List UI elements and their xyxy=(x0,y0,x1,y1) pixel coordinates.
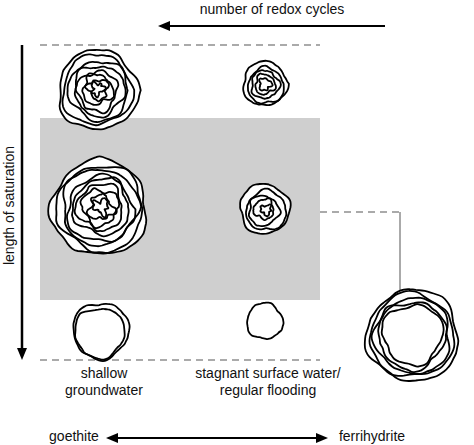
axis-arrow xyxy=(116,437,318,439)
concretion-ring xyxy=(369,291,454,376)
dashed-line xyxy=(40,359,320,361)
concretion-ring xyxy=(67,62,127,122)
arrowhead xyxy=(106,433,118,443)
concretion-ring xyxy=(76,70,119,113)
arrowhead xyxy=(316,433,328,443)
concretion-ring xyxy=(253,198,273,220)
concretion-ring xyxy=(67,174,136,242)
concretion-drawings xyxy=(48,50,458,381)
concretion-ring xyxy=(72,177,129,236)
concretion-ring xyxy=(60,50,141,129)
concretion-ring xyxy=(63,170,141,246)
concretion-ring xyxy=(80,188,119,228)
concretion-ring xyxy=(255,73,276,94)
dashed-line xyxy=(320,211,400,213)
concretion-ring xyxy=(75,184,122,231)
concretion-ring xyxy=(365,289,459,381)
concretion-ring xyxy=(82,73,114,105)
concretion-ring xyxy=(248,66,284,104)
axis-arrow xyxy=(21,45,24,350)
arrowhead xyxy=(17,348,27,360)
concretion-ring xyxy=(63,54,135,125)
concretion-ring xyxy=(75,309,125,360)
column-label: stagnant surface water/ regular flooding xyxy=(182,365,354,399)
concretion-ring xyxy=(240,184,291,234)
saturation-band xyxy=(40,118,320,300)
arrowhead xyxy=(158,21,170,31)
axis-label: length of saturation xyxy=(2,145,19,264)
concretion-ring xyxy=(75,67,126,118)
axis-label: number of redox cycles xyxy=(200,1,345,18)
concretion-ring xyxy=(251,70,280,99)
dashed-line xyxy=(40,44,320,46)
concretion-ring xyxy=(56,167,142,254)
mineral-label: goethite xyxy=(49,428,99,445)
concretion-ring xyxy=(91,81,106,97)
concretion-ring xyxy=(73,304,129,361)
concretion-ring xyxy=(93,198,109,217)
concretion-ring xyxy=(260,204,271,216)
concretion-ring xyxy=(247,303,283,339)
concretion-ring xyxy=(87,194,117,220)
concretion-ring xyxy=(85,80,109,101)
concretion-ring xyxy=(372,298,450,374)
concretion-ring xyxy=(382,304,444,366)
concretion-ring xyxy=(378,302,447,372)
concretion-ring xyxy=(259,78,272,90)
column-label: shallow groundwater xyxy=(58,365,150,399)
concretion-ring xyxy=(243,61,289,105)
mineral-label: ferrihydrite xyxy=(339,428,405,445)
concretion-ring xyxy=(249,196,281,227)
concretion-ring xyxy=(246,189,286,230)
concretion-ring xyxy=(48,156,146,253)
axis-arrow xyxy=(168,25,385,27)
